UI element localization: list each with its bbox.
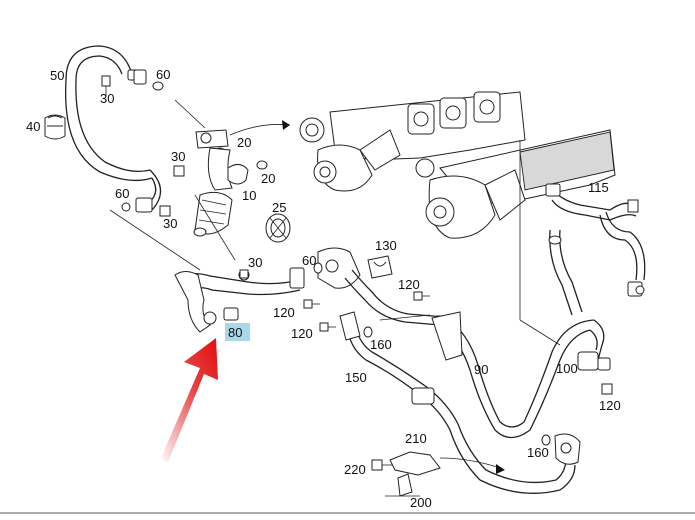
label-160-right[interactable]: 160 xyxy=(527,445,549,460)
pointer-arrow xyxy=(229,124,291,136)
rubber-mount-40 xyxy=(44,114,66,140)
label-80[interactable]: 80 xyxy=(228,325,242,340)
label-210[interactable]: 210 xyxy=(405,431,427,446)
label-10[interactable]: 10 xyxy=(242,188,256,203)
part-labels: 50 60 30 40 20 30 20 10 60 30 25 130 30 … xyxy=(26,67,621,510)
leader-lines xyxy=(109,99,561,346)
label-60-top[interactable]: 60 xyxy=(156,67,170,82)
label-100[interactable]: 100 xyxy=(556,361,578,376)
label-130[interactable]: 130 xyxy=(375,238,397,253)
bracket-210-200 xyxy=(371,451,505,497)
label-160-left[interactable]: 160 xyxy=(370,337,392,352)
coolant-pipe-90 xyxy=(344,269,613,439)
coolant-pipe-115 xyxy=(545,183,646,297)
hose-right-turbo xyxy=(548,229,583,316)
label-30-center[interactable]: 30 xyxy=(248,255,262,270)
label-40[interactable]: 40 xyxy=(26,119,40,134)
label-25[interactable]: 25 xyxy=(272,200,286,215)
label-150[interactable]: 150 xyxy=(345,370,367,385)
label-220[interactable]: 220 xyxy=(344,462,366,477)
label-120-mid[interactable]: 120 xyxy=(273,305,295,320)
hose-10-20 xyxy=(193,129,249,237)
coolant-pipe-150 xyxy=(339,311,581,494)
label-20-lower[interactable]: 20 xyxy=(261,171,275,186)
label-90[interactable]: 90 xyxy=(474,362,488,377)
label-200[interactable]: 200 xyxy=(410,495,432,510)
turbocharger-assembly xyxy=(229,91,616,239)
fasteners-center xyxy=(239,269,551,446)
label-120-lower[interactable]: 120 xyxy=(291,326,313,341)
label-50[interactable]: 50 xyxy=(50,68,64,83)
label-115[interactable]: 115 xyxy=(588,180,609,195)
label-60-left[interactable]: 60 xyxy=(115,186,129,201)
coolant-pipe-50 xyxy=(64,45,162,213)
fitting-60-clip-130 xyxy=(313,247,393,289)
red-pointer-arrow xyxy=(160,338,218,462)
label-60-center[interactable]: 60 xyxy=(302,253,316,268)
label-20-upper[interactable]: 20 xyxy=(237,135,251,150)
label-30-top[interactable]: 30 xyxy=(100,91,114,106)
label-120-right[interactable]: 120 xyxy=(599,398,621,413)
label-120-upper[interactable]: 120 xyxy=(398,277,420,292)
clamp-25 xyxy=(265,213,291,243)
label-30-mid[interactable]: 30 xyxy=(171,149,185,164)
label-30-left[interactable]: 30 xyxy=(163,216,177,231)
highlight-box-80 xyxy=(225,323,250,341)
